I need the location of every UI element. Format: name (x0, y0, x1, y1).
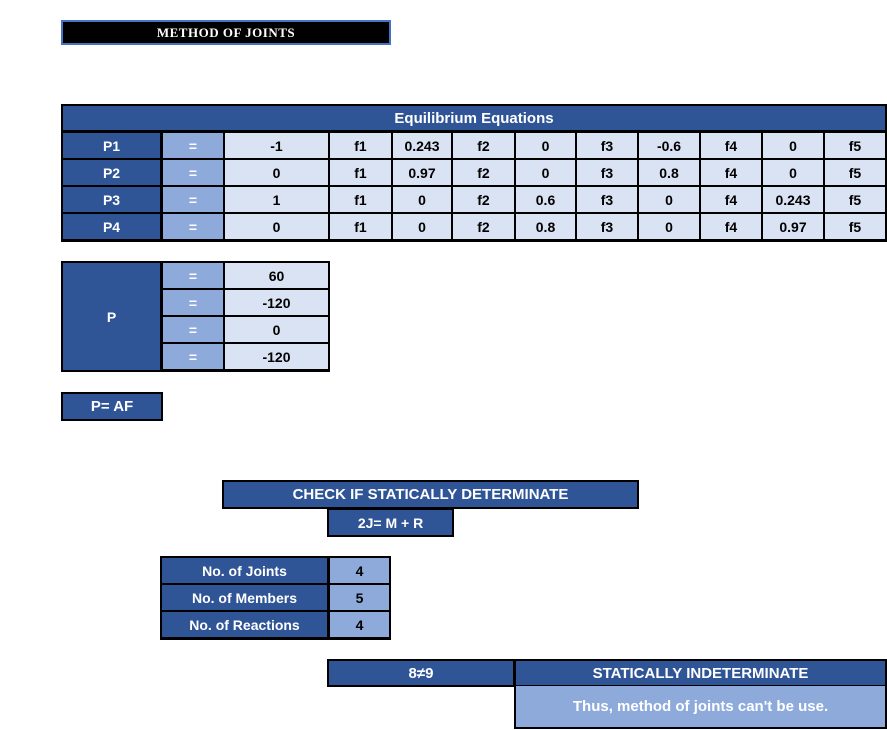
equilibrium-cell-c5: 0.97 (763, 214, 823, 239)
equilibrium-cell-c5: 0 (763, 133, 823, 158)
equilibrium-cell-p: P4 (63, 214, 160, 239)
equilibrium-cell-c2: 0.97 (393, 160, 451, 185)
count-label: No. of Members (162, 585, 327, 610)
equilibrium-header: Equilibrium Equations (63, 106, 885, 130)
p-vector-value: 0 (225, 317, 328, 342)
inequality-result: 8≠9 (327, 659, 515, 687)
equilibrium-cell-p: P2 (63, 160, 160, 185)
equilibrium-cell-c5: 0.243 (763, 187, 823, 212)
p-equation: P= AF (61, 392, 163, 421)
equilibrium-cell-c3: 0 (516, 133, 575, 158)
conclusion-text: Thus, method of joints can't be use. (514, 686, 887, 729)
equilibrium-cell-f5: f5 (825, 160, 885, 185)
equilibrium-cell-c4: 0 (639, 214, 699, 239)
p-vector-equals: = (163, 263, 223, 288)
equilibrium-cell-c2: 0 (393, 214, 451, 239)
equilibrium-cell-f2: f2 (453, 133, 514, 158)
equilibrium-cell-f1: f1 (330, 187, 391, 212)
equilibrium-cell-c4: -0.6 (639, 133, 699, 158)
equilibrium-cell-p: P1 (63, 133, 160, 158)
equilibrium-cell-eq: = (163, 160, 223, 185)
equilibrium-cell-p: P3 (63, 187, 160, 212)
count-value: 4 (330, 612, 389, 637)
equilibrium-cell-f5: f5 (825, 214, 885, 239)
p-vector-value: -120 (225, 344, 328, 369)
equilibrium-cell-c3: 0 (516, 160, 575, 185)
determinacy-title: CHECK IF STATICALLY DETERMINATE (222, 480, 639, 509)
equilibrium-cell-c1: 1 (225, 187, 328, 212)
equilibrium-cell-f2: f2 (453, 214, 514, 239)
equilibrium-cell-c4: 0.8 (639, 160, 699, 185)
equilibrium-cell-f3: f3 (577, 133, 637, 158)
equilibrium-cell-f5: f5 (825, 133, 885, 158)
equilibrium-cell-f4: f4 (701, 187, 761, 212)
title-banner: METHOD OF JOINTS (61, 20, 391, 45)
equilibrium-cell-eq: = (163, 187, 223, 212)
equilibrium-cell-eq: = (163, 214, 223, 239)
equilibrium-cell-c5: 0 (763, 160, 823, 185)
page-title: METHOD OF JOINTS (156, 24, 296, 40)
equilibrium-cell-f1: f1 (330, 214, 391, 239)
equilibrium-cell-f4: f4 (701, 160, 761, 185)
equilibrium-cell-f1: f1 (330, 133, 391, 158)
p-vector-value: 60 (225, 263, 328, 288)
equilibrium-cell-c3: 0.8 (516, 214, 575, 239)
p-vector-equals: = (163, 290, 223, 315)
equilibrium-cell-c1: 0 (225, 214, 328, 239)
p-vector-label: P (63, 263, 160, 370)
equilibrium-cell-f2: f2 (453, 187, 514, 212)
count-value: 5 (330, 585, 389, 610)
count-label: No. of Reactions (162, 612, 327, 637)
equilibrium-cell-eq: = (163, 133, 223, 158)
equilibrium-cell-f4: f4 (701, 133, 761, 158)
equilibrium-cell-f1: f1 (330, 160, 391, 185)
equilibrium-cell-c3: 0.6 (516, 187, 575, 212)
p-vector-value: -120 (225, 290, 328, 315)
p-vector-equals: = (163, 317, 223, 342)
equilibrium-cell-f5: f5 (825, 187, 885, 212)
determinacy-formula: 2J= M + R (327, 508, 454, 537)
equilibrium-cell-f3: f3 (577, 187, 637, 212)
count-value: 4 (330, 558, 389, 583)
equilibrium-cell-c2: 0.243 (393, 133, 451, 158)
status-label: STATICALLY INDETERMINATE (514, 659, 887, 687)
equilibrium-cell-c1: -1 (225, 133, 328, 158)
equilibrium-cell-f4: f4 (701, 214, 761, 239)
p-vector-equals: = (163, 344, 223, 369)
equilibrium-cell-f3: f3 (577, 214, 637, 239)
equilibrium-cell-c1: 0 (225, 160, 328, 185)
equilibrium-cell-f2: f2 (453, 160, 514, 185)
equilibrium-cell-f3: f3 (577, 160, 637, 185)
count-label: No. of Joints (162, 558, 327, 583)
equilibrium-cell-c4: 0 (639, 187, 699, 212)
equilibrium-cell-c2: 0 (393, 187, 451, 212)
